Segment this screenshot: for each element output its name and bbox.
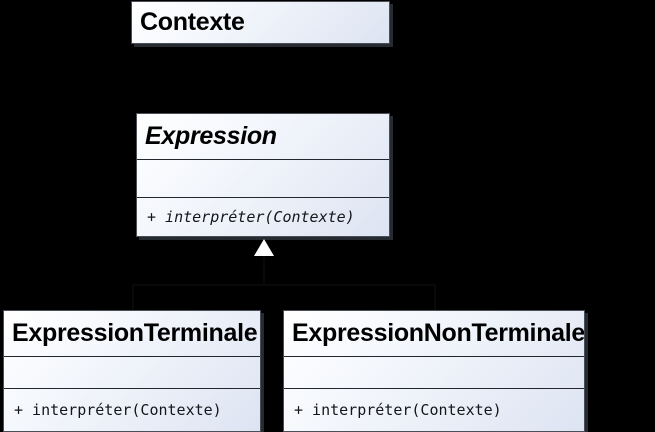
class-name-compartment-contexte: Contexte (132, 2, 389, 43)
class-box-expression-non-terminale[interactable]: ExpressionNonTerminale + interpréter(Con… (283, 310, 585, 432)
operations-compartment-expression-terminale: + interpréter(Contexte) (4, 388, 260, 431)
generalization-arrowhead-icon (254, 239, 274, 256)
operation-label-expression-terminale-interpreter: + interpréter(Contexte) (14, 401, 222, 420)
class-name-compartment-expression: Expression (137, 114, 389, 159)
class-name-compartment-expression-non-terminale: ExpressionNonTerminale (284, 311, 584, 356)
class-name-label-expression: Expression (145, 122, 277, 150)
generalization-line-horizontal (132, 284, 435, 286)
operation-label-expression-interpreter: + interpréter(Contexte) (147, 208, 355, 226)
operation-label-expression-non-terminale-interpreter: + interpréter(Contexte) (294, 401, 502, 420)
generalization-line-branch-terminale (132, 284, 134, 310)
class-name-label-contexte: Contexte (140, 8, 245, 36)
generalization-line-branch-non-terminale (434, 284, 436, 310)
class-box-expression[interactable]: Expression + interpréter(Contexte) (136, 113, 390, 237)
class-name-label-expression-non-terminale: ExpressionNonTerminale (292, 318, 584, 347)
attributes-compartment-expression-non-terminale (284, 355, 584, 389)
class-name-label-expression-terminale: ExpressionTerminale (12, 318, 258, 347)
attributes-compartment-expression (137, 159, 389, 197)
class-box-contexte[interactable]: Contexte (131, 1, 390, 44)
operations-compartment-expression-non-terminale: + interpréter(Contexte) (284, 388, 584, 431)
class-box-expression-terminale[interactable]: ExpressionTerminale + interpréter(Contex… (3, 310, 261, 432)
generalization-line-vertical-stem (263, 255, 265, 285)
operations-compartment-expression: + interpréter(Contexte) (137, 197, 389, 236)
class-name-compartment-expression-terminale: ExpressionTerminale (4, 311, 260, 356)
attributes-compartment-expression-terminale (4, 355, 260, 389)
